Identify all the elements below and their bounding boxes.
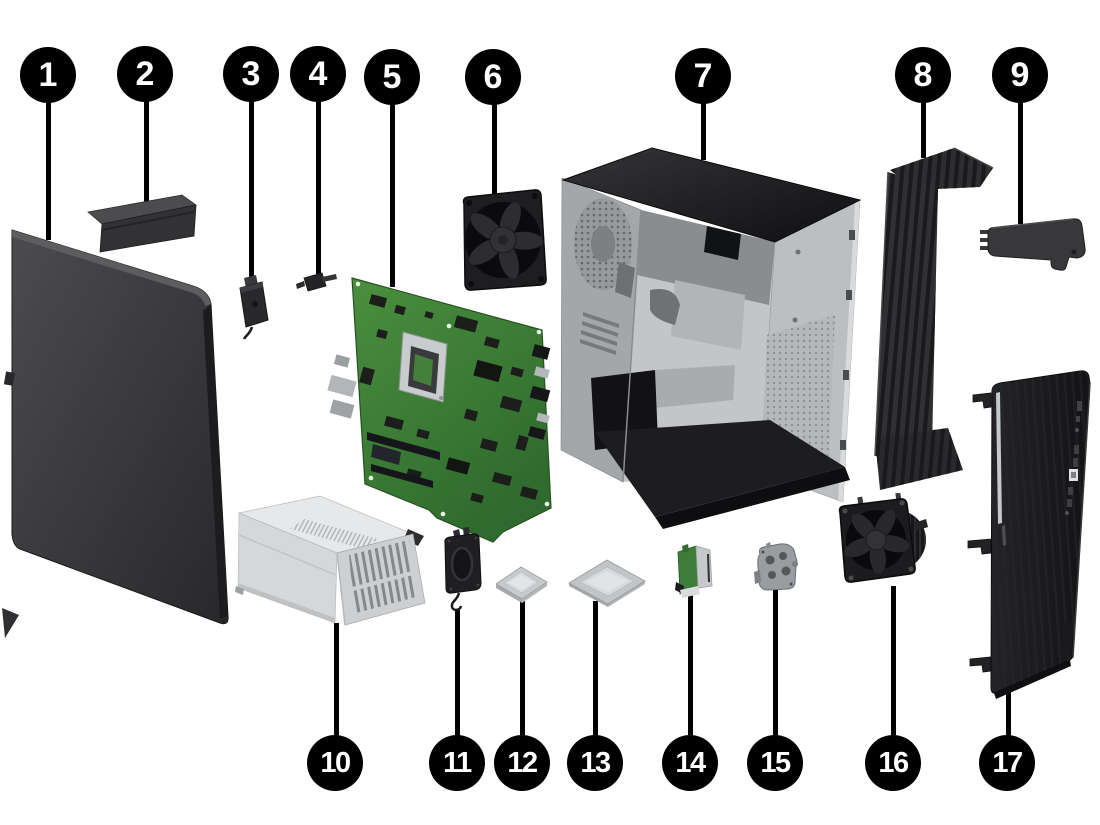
callout-17-number: 17	[992, 746, 1023, 779]
callout-9: 9	[992, 47, 1048, 103]
part-wireless-module	[754, 542, 798, 591]
part-chassis	[560, 147, 862, 529]
leader-line-17	[1005, 692, 1011, 736]
part-processor-2	[568, 559, 646, 607]
callout-2-number: 2	[135, 54, 155, 93]
leader-line-6	[491, 100, 497, 197]
callout-10-number: 10	[320, 746, 351, 779]
callout-1-number: 1	[38, 55, 58, 94]
callout-11: 11	[429, 735, 485, 791]
part-rear-cover	[980, 218, 1086, 271]
part-access-panel	[2, 229, 229, 638]
psu-vents	[349, 540, 412, 587]
callout-16-number: 16	[878, 746, 909, 779]
board-io-connectors	[327, 344, 551, 440]
leader-line-16	[890, 586, 896, 736]
part-front-bezel	[967, 370, 1091, 699]
callout-12: 12	[494, 735, 550, 791]
leader-line-10	[333, 623, 339, 736]
optical-slot-line	[996, 392, 1002, 524]
callout-5-number: 5	[382, 57, 402, 96]
leader-line-8	[920, 100, 926, 158]
pcie-slots	[367, 432, 440, 488]
leader-line-1	[45, 100, 51, 240]
leader-line-5	[390, 100, 395, 287]
leader-line-4	[315, 100, 321, 274]
leader-line-12	[519, 597, 525, 736]
part-hood-sensor	[239, 275, 269, 340]
part-processor-1	[495, 566, 548, 603]
leader-line-3	[248, 100, 254, 277]
callout-12-number: 12	[507, 746, 538, 779]
leader-line-14	[687, 592, 693, 736]
chassis-floor	[595, 420, 845, 517]
callout-3-number: 3	[241, 54, 261, 93]
callout-16: 16	[865, 735, 921, 791]
part-system-board	[327, 277, 552, 543]
callout-9-number: 9	[1010, 55, 1030, 94]
leader-line-13	[592, 601, 598, 736]
part-sensor-connector	[296, 272, 337, 292]
expansion-slots	[580, 312, 619, 355]
leader-line-9	[1017, 100, 1023, 224]
callout-13-number: 13	[580, 746, 611, 779]
callout-1: 1	[20, 47, 76, 103]
part-trim-bracket	[87, 194, 197, 253]
callout-17: 17	[979, 735, 1035, 791]
callout-7-number: 7	[693, 56, 713, 95]
part-power-supply	[235, 495, 426, 626]
part-card-reader	[675, 544, 713, 598]
leader-line-7	[700, 100, 706, 160]
part-speaker	[444, 527, 482, 612]
part-chassis-fan	[462, 189, 547, 291]
rear-io-cutout	[615, 262, 635, 298]
callout-13: 13	[567, 735, 623, 791]
callout-8-number: 8	[913, 55, 933, 94]
callout-10: 10	[307, 735, 363, 791]
leader-line-2	[143, 100, 149, 206]
screw-holes	[355, 281, 550, 517]
callout-4-number: 4	[308, 54, 328, 93]
chassis-top	[561, 147, 862, 243]
callout-14: 14	[662, 735, 718, 791]
callout-6-number: 6	[483, 57, 503, 96]
callout-11-number: 11	[443, 746, 472, 779]
callout-6: 6	[465, 49, 521, 105]
callout-8: 8	[895, 47, 951, 103]
callout-15: 15	[747, 735, 803, 791]
callout-15-number: 15	[760, 746, 791, 779]
board-chips	[359, 294, 539, 504]
callout-3: 3	[223, 46, 279, 102]
leader-line-15	[772, 588, 778, 736]
callout-5: 5	[364, 49, 420, 105]
leader-line-11	[454, 610, 460, 736]
callout-2: 2	[117, 46, 173, 102]
bezel-tabs	[967, 392, 992, 673]
callout-14-number: 14	[675, 746, 706, 779]
part-fan-duct	[874, 147, 994, 490]
part-heatsink-fan	[838, 493, 928, 583]
cpu-socket	[398, 331, 448, 403]
callout-4: 4	[290, 46, 346, 102]
front-io-ports	[1065, 401, 1082, 515]
callout-7: 7	[675, 48, 731, 104]
